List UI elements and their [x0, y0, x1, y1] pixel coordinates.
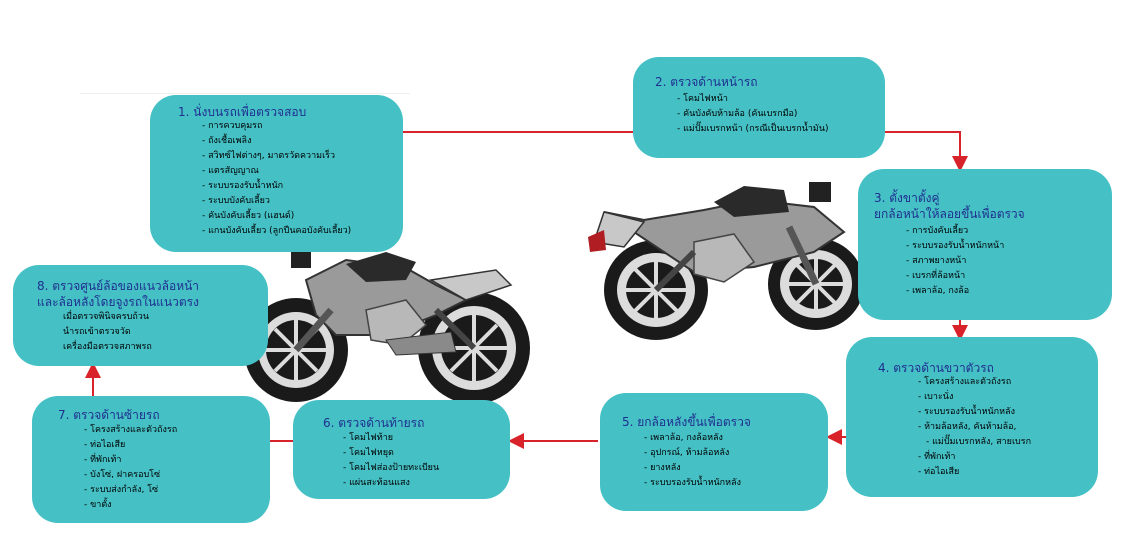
list-item: โครงสร้างและตัวถังรถ: [918, 375, 1031, 390]
list-item: โคมไฟหยุด: [343, 446, 439, 461]
list-item: ระบบบังคับเลี้ยว: [202, 194, 351, 209]
list-item: ระบบรองรับน้ำหนักหลัง: [644, 476, 741, 491]
list-item: เบรกที่ล้อหน้า: [906, 269, 1004, 284]
step-7-title: 7. ตรวจด้านซ้ายรถ: [58, 408, 160, 422]
step-4-box: 4. ตรวจด้านขวาตัวรถ โครงสร้างและตัวถังรถ…: [846, 337, 1098, 497]
step-3-title: 3. ตั้งขาตั้งคู่: [874, 191, 940, 205]
motorcycle-left-image: [244, 250, 530, 404]
list-item: เพลาล้อ, กงล้อ: [906, 284, 1004, 299]
list-item: แม่ปั๊มเบรกหน้า (กรณีเป็นเบรกน้ำมัน): [677, 122, 828, 137]
list-item: ท่อไอเสีย: [918, 465, 1031, 480]
step-5-title: 5. ยกล้อหลังขึ้นเพื่อตรวจ: [622, 415, 751, 429]
list-item: แกนบังคับเลี้ยว (ลูกปืนคอบังคับเลี้ยว): [202, 224, 351, 239]
list-item: ถังเชื้อเพลิง: [202, 134, 351, 149]
list-item: ระบบรองรับน้ำหนัก: [202, 179, 351, 194]
list-item: เมื่อตรวจพินิจครบถ้วน: [63, 312, 150, 322]
list-item: ที่พักเท้า: [918, 450, 1031, 465]
step-2-list: โคมไฟหน้า คันบังคับห้ามล้อ (คันเบรกมือ) …: [677, 92, 829, 137]
step-1-box: 1. นั่งบนรถเพื่อตรวจสอบ การควบคุมรถ ถังเ…: [150, 95, 403, 252]
step-8-box: 8. ตรวจศูนย์ล้อของแนวล้อหน้า และล้อหลังโ…: [13, 265, 268, 366]
list-item: อุปกรณ์, ห้ามล้อหลัง: [644, 446, 741, 461]
list-item: ระบบรองรับน้ำหนักหน้า: [906, 239, 1004, 254]
list-item: เครื่องมือตรวจสภาพรถ: [63, 342, 152, 352]
step-5-list: เพลาล้อ, กงล้อหลัง อุปกรณ์, ห้ามล้อหลัง …: [644, 431, 741, 491]
step-7-box: 7. ตรวจด้านซ้ายรถ โครงสร้างและตัวถังรถ ท…: [32, 396, 270, 523]
list-item: การควบคุมรถ: [202, 119, 351, 134]
step-7-list: โครงสร้างและตัวถังรถ ท่อไอเสีย ที่พักเท้…: [84, 423, 177, 513]
step-8-list: เมื่อตรวจพินิจครบถ้วน นำรถเข้าตรวจวัด เค…: [63, 310, 152, 355]
list-item: ท่อไอเสีย: [84, 438, 177, 453]
list-item: สวิทซ์ไฟต่างๆ, มาตรวัดความเร็ว: [202, 149, 351, 164]
step-3-box: 3. ตั้งขาตั้งคู่ ยกล้อหน้าให้ลอยขึ้นเพื่…: [858, 169, 1112, 320]
list-item: คันบังคับห้ามล้อ (คันเบรกมือ): [677, 107, 829, 122]
list-item: นำรถเข้าตรวจวัด: [63, 327, 131, 337]
list-item: ยางหลัง: [644, 461, 741, 476]
list-item: เบาะนั่ง: [918, 390, 1031, 405]
list-item: ห้ามล้อหลัง, คันห้ามล้อ,: [918, 420, 1031, 435]
list-item: ระบบรองรับน้ำหนักหลัง: [918, 405, 1031, 420]
list-item: บังโซ่, ฝาครอบโซ่: [84, 468, 177, 483]
list-item: แผ่นสะท้อนแสง: [343, 476, 439, 491]
step-1-title: 1. นั่งบนรถเพื่อตรวจสอบ: [178, 105, 307, 119]
list-item: ระบบส่งกำลัง, โซ่: [84, 483, 177, 498]
list-item: คันบังคับเลี้ยว (แฮนด์): [202, 209, 351, 224]
step-5-box: 5. ยกล้อหลังขึ้นเพื่อตรวจ เพลาล้อ, กงล้อ…: [600, 393, 828, 511]
list-item: โคมไฟส่องป้ายทะเบียน: [343, 461, 439, 476]
top-divider: [80, 93, 410, 94]
step-8-title: 8. ตรวจศูนย์ล้อของแนวล้อหน้า: [37, 279, 200, 293]
arrow-2-to-3: [884, 131, 968, 172]
list-item: สภาพยางหน้า: [906, 254, 1004, 269]
list-item: เพลาล้อ, กงล้อหลัง: [644, 431, 741, 446]
step-2-title: 2. ตรวจด้านหน้ารถ: [655, 75, 758, 89]
list-item: โคมไฟหน้า: [677, 92, 829, 107]
step-6-title: 6. ตรวจด้านท้ายรถ: [323, 416, 425, 430]
list-item: โคมไฟท้าย: [343, 431, 439, 446]
list-item: ที่พักเท้า: [84, 453, 177, 468]
step-3-list: การบังคับเลี้ยว ระบบรองรับน้ำหนักหน้า สภ…: [906, 224, 1004, 299]
list-item: ขาตั้ง: [84, 498, 177, 513]
step-3-title-line2: ยกล้อหน้าให้ลอยขึ้นเพื่อตรวจ: [874, 207, 1025, 221]
step-4-list: โครงสร้างและตัวถังรถ เบาะนั่ง ระบบรองรับ…: [918, 375, 1031, 480]
step-2-box: 2. ตรวจด้านหน้ารถ โคมไฟหน้า คันบังคับห้า…: [633, 57, 885, 158]
list-item: แตรสัญญาณ: [202, 164, 351, 179]
list-item: แม่ปั๊มเบรกหลัง, สายเบรก: [918, 435, 1031, 450]
motorcycle-right-image: [588, 182, 864, 340]
step-8-title-line2: และล้อหลังโดยจูงรถในแนวตรง: [37, 295, 199, 309]
list-item: โครงสร้างและตัวถังรถ: [84, 423, 177, 438]
list-item: การบังคับเลี้ยว: [906, 224, 1004, 239]
step-6-box: 6. ตรวจด้านท้ายรถ โคมไฟท้าย โคมไฟหยุด โค…: [293, 400, 510, 499]
step-6-list: โคมไฟท้าย โคมไฟหยุด โคมไฟส่องป้ายทะเบียน…: [343, 431, 439, 491]
step-4-title: 4. ตรวจด้านขวาตัวรถ: [878, 361, 994, 375]
step-1-list: การควบคุมรถ ถังเชื้อเพลิง สวิทซ์ไฟต่างๆ,…: [202, 119, 351, 239]
